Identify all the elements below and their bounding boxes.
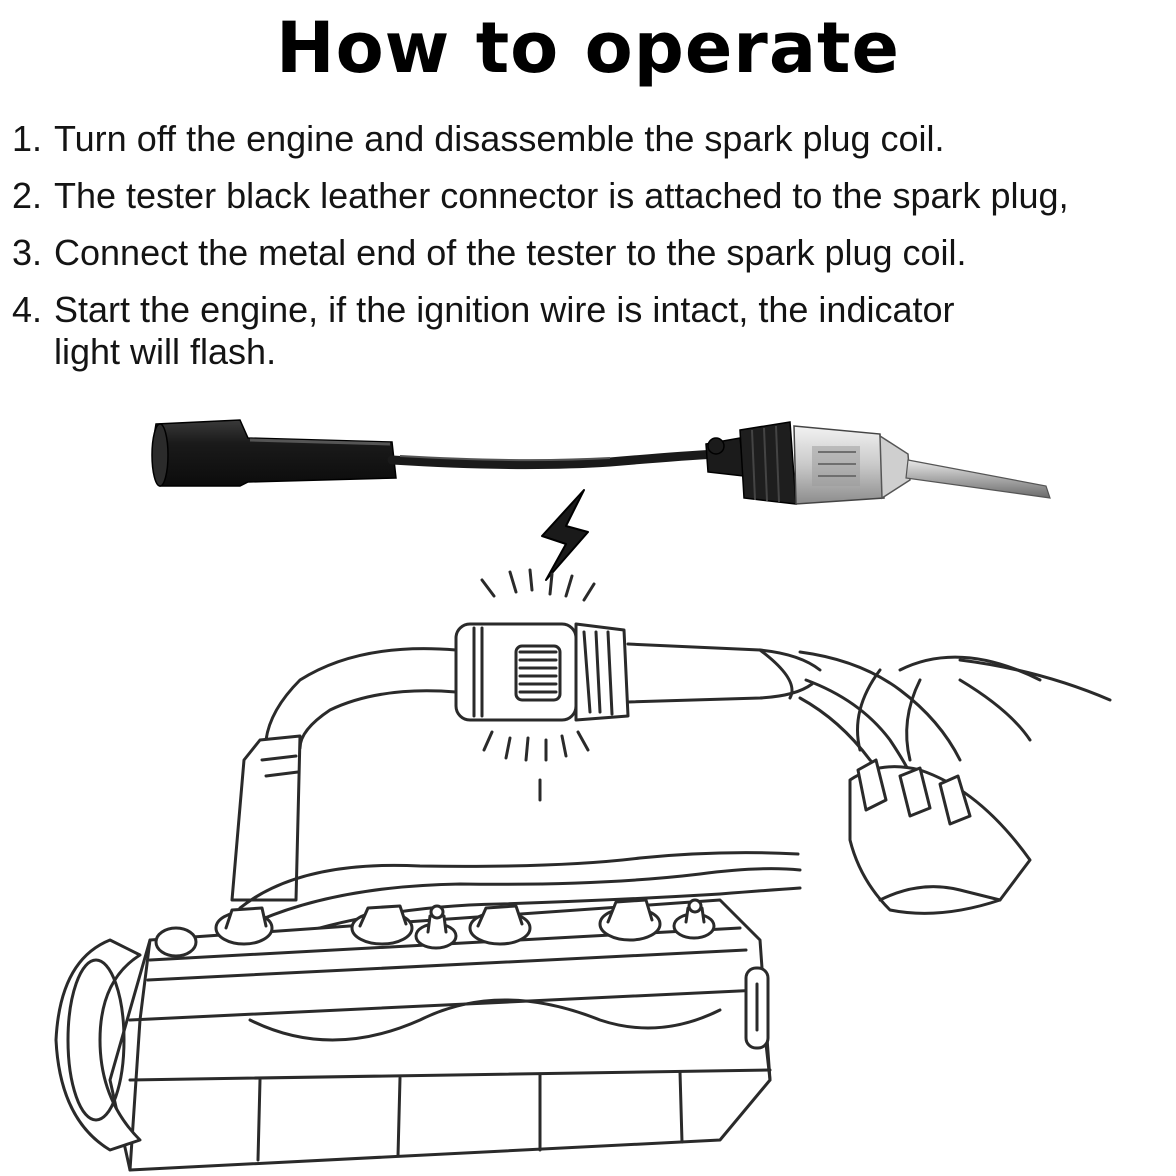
step-text: The tester black leather connector is at… [54, 175, 1069, 216]
step-number: 2. [12, 175, 43, 216]
lightning-bolt-icon [541, 489, 589, 581]
step-text: Turn off the engine and disassemble the … [54, 118, 945, 159]
step-number: 1. [12, 118, 43, 159]
instruction-step-4: 4. Start the engine, if the ignition wir… [12, 289, 1162, 373]
instruction-step-2: 2. The tester black leather connector is… [12, 175, 1162, 217]
instruction-step-3: 3. Connect the metal end of the tester t… [12, 232, 1162, 274]
illustration [54, 419, 1112, 1172]
step-text: Start the engine, if the ignition wire i… [54, 289, 955, 372]
instruction-list: 1. Turn off the engine and disassemble t… [12, 118, 1162, 388]
step-number: 3. [12, 232, 43, 273]
step-text: Connect the metal end of the tester to t… [54, 232, 967, 273]
page-title: How to operate [275, 7, 900, 89]
instruction-step-1: 1. Turn off the engine and disassemble t… [12, 118, 1162, 160]
spark-plug-tester-icon [151, 419, 1051, 505]
engine-diagram-icon [54, 568, 1112, 1172]
step-number: 4. [12, 289, 43, 330]
